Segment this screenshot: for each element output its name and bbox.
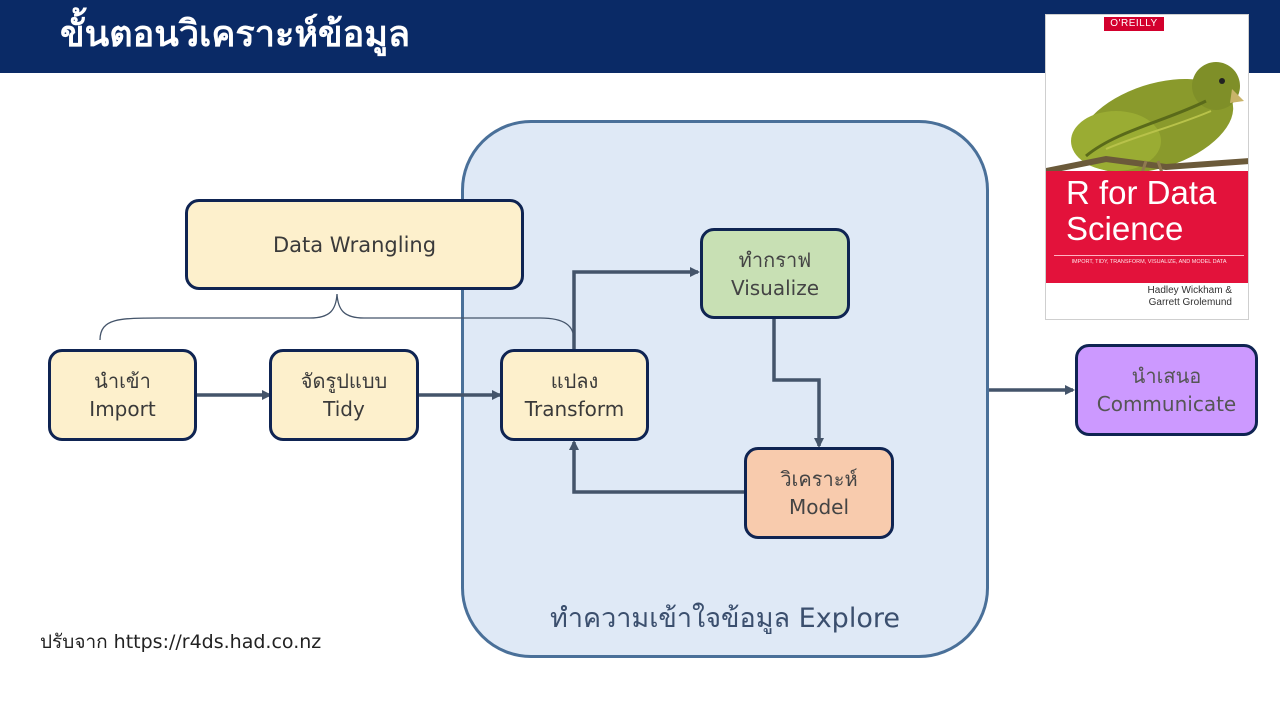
node-import-english: Import	[89, 397, 156, 421]
node-tidy-english: Tidy	[323, 397, 365, 421]
data-wrangling-label: Data Wrangling	[272, 232, 437, 257]
explore-label: ทำความเข้าใจข้อมูล Explore	[550, 603, 900, 634]
node-model-english: Model	[788, 495, 850, 519]
source-note: ปรับจาก https://r4ds.had.co.nz	[40, 631, 322, 653]
node-import: นำเข้า Import	[48, 349, 197, 441]
book-title-line2: Science	[1066, 210, 1184, 247]
node-tidy: จัดรูปแบบ Tidy	[269, 349, 419, 441]
book-subtitle: IMPORT, TIDY, TRANSFORM, VISUALIZE, AND …	[1054, 255, 1244, 266]
node-model-thai: วิเคราะห์	[780, 467, 858, 491]
node-tidy-thai: จัดรูปแบบ	[300, 369, 388, 393]
node-communicate-thai: นำเสนอ	[1131, 364, 1202, 388]
book-publisher: O'REILLY	[1104, 17, 1164, 31]
book-author-line1: Hadley Wickham &	[1147, 285, 1232, 296]
node-visualize-thai: ทำกราฟ	[738, 247, 812, 272]
node-transform-english: Transform	[524, 397, 625, 421]
arrow-visualize-to-model	[772, 318, 824, 448]
book-title-band	[1046, 171, 1248, 283]
book-author-line2: Garrett Grolemund	[1148, 297, 1232, 308]
data-wrangling-box: Data Wrangling	[185, 199, 524, 290]
node-model: วิเคราะห์ Model	[744, 447, 894, 539]
book-title: R for Data Science	[1066, 175, 1246, 247]
book-title-line1: R for Data	[1066, 174, 1217, 211]
kakapo-illustration	[1046, 62, 1248, 174]
node-communicate: นำเสนอ Communicate	[1075, 344, 1258, 436]
book-authors: Hadley Wickham & Garrett Grolemund	[1112, 285, 1232, 309]
arrow-model-to-transform	[569, 440, 745, 494]
page-title: ขั้นตอนวิเคราะห์ข้อมูล	[60, 14, 411, 55]
arrow-transform-to-visualize	[572, 267, 700, 350]
node-visualize: ทำกราฟ Visualize	[700, 228, 850, 319]
wrangling-brace	[99, 293, 575, 341]
node-visualize-english: Visualize	[730, 275, 820, 300]
node-communicate-english: Communicate	[1096, 392, 1237, 416]
book-cover-image: O'REILLY R for Data Science IMPORT, TIDY…	[1045, 14, 1249, 320]
node-transform-thai: แปลง	[550, 369, 599, 393]
node-transform: แปลง Transform	[500, 349, 649, 441]
node-import-thai: นำเข้า	[94, 369, 151, 393]
